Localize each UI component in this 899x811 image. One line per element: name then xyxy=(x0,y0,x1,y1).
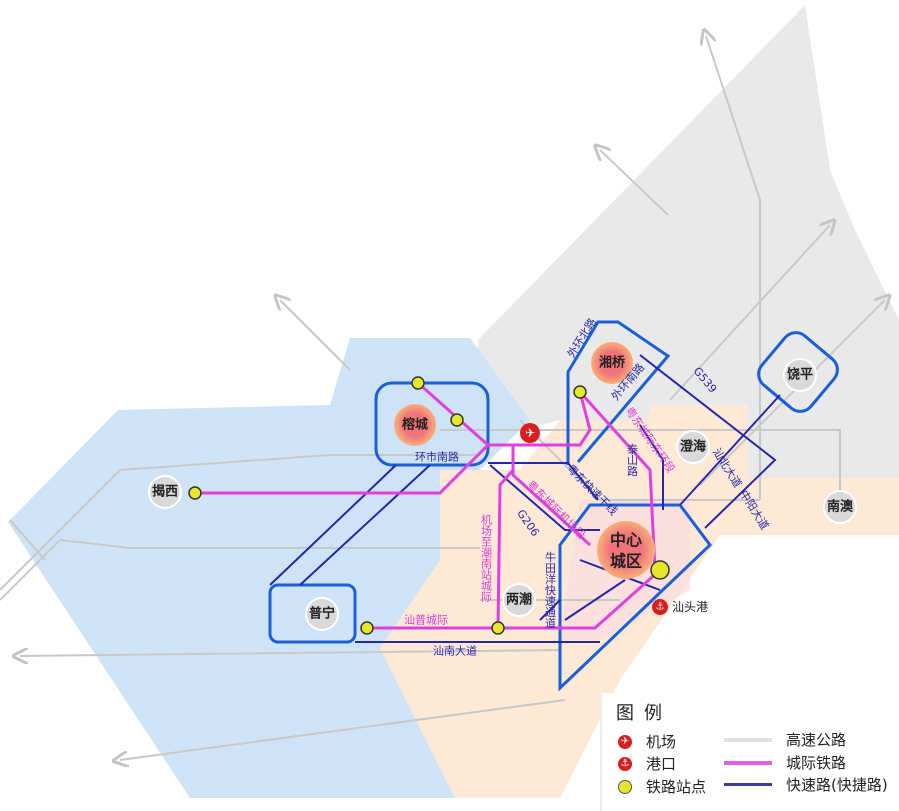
road-label: 牛田洋快速通道 xyxy=(544,550,557,628)
station-icon xyxy=(188,486,202,500)
expressway-swatch xyxy=(724,783,772,786)
svg-text:揭西: 揭西 xyxy=(152,484,178,500)
station-icon xyxy=(411,376,425,390)
svg-text:榕城: 榕城 xyxy=(402,417,428,433)
legend-title: 图例 xyxy=(616,703,672,724)
svg-text:城区: 城区 xyxy=(610,552,642,571)
city-chenghai[interactable]: 澄海 xyxy=(676,430,710,464)
road-label: 泰山路 xyxy=(626,442,639,477)
port-icon[interactable]: ⚓ xyxy=(652,599,668,615)
center-ring xyxy=(558,503,712,692)
rail-swatch xyxy=(724,760,772,765)
station-icon xyxy=(618,779,632,794)
rongcheng-ring xyxy=(374,381,490,467)
svg-text:⚓: ⚓ xyxy=(656,602,665,613)
legend-airport: ✈机场 xyxy=(618,731,676,752)
puning-ring xyxy=(268,583,357,644)
city-raoping[interactable]: 饶平 xyxy=(783,358,817,392)
highway-swatch xyxy=(724,737,772,742)
rail-label: 机场至潮南站城际 xyxy=(480,513,493,603)
legend: 图例 ✈机场 ⚓港口 铁路站点 高速公路 城际铁路 快速路(快捷路) xyxy=(600,693,899,811)
highways xyxy=(0,36,885,760)
road-label: 环市南路 xyxy=(415,450,459,464)
legend-highway: 高速公路 xyxy=(724,729,846,750)
station-icon xyxy=(491,621,505,635)
city-nanao[interactable]: 南澳 xyxy=(823,490,857,524)
legend-rail: 城际铁路 xyxy=(724,752,846,773)
svg-text:南澳: 南澳 xyxy=(827,499,854,515)
intercity-rails xyxy=(195,381,661,630)
station-icon xyxy=(360,621,374,635)
svg-text:澄海: 澄海 xyxy=(680,439,706,455)
city-puning[interactable]: 普宁 xyxy=(305,597,339,631)
station-icon xyxy=(450,413,464,427)
road-label: 汕南大道 xyxy=(433,644,477,658)
station-icon xyxy=(650,560,670,580)
airport-icon: ✈ xyxy=(618,734,632,749)
xiangqiao-ring xyxy=(566,320,671,465)
legend-station: 铁路站点 xyxy=(618,776,706,797)
legend-port: ⚓港口 xyxy=(618,753,676,774)
svg-text:中心: 中心 xyxy=(610,531,642,550)
station-icon xyxy=(573,385,587,399)
svg-text:湘桥: 湘桥 xyxy=(599,355,626,371)
port-icon: ⚓ xyxy=(618,756,632,771)
airport-icon[interactable]: ✈ xyxy=(520,423,540,443)
svg-text:饶平: 饶平 xyxy=(787,367,813,383)
blue-region xyxy=(8,338,530,798)
port-label: 汕头港 xyxy=(672,600,708,614)
legend-expressway: 快速路(快捷路) xyxy=(724,774,888,795)
svg-text:✈: ✈ xyxy=(525,426,535,440)
city-liangchao[interactable]: 两潮 xyxy=(502,583,536,617)
rail-label: 汕普城际 xyxy=(404,613,448,627)
city-xiangqiao[interactable]: 湘桥 xyxy=(591,342,633,384)
expressways xyxy=(268,320,839,692)
city-rongcheng[interactable]: 榕城 xyxy=(394,404,436,446)
city-jiexi[interactable]: 揭西 xyxy=(148,475,182,509)
svg-text:普宁: 普宁 xyxy=(309,606,335,622)
rail-stations xyxy=(188,376,670,635)
svg-text:两潮: 两潮 xyxy=(506,592,532,608)
